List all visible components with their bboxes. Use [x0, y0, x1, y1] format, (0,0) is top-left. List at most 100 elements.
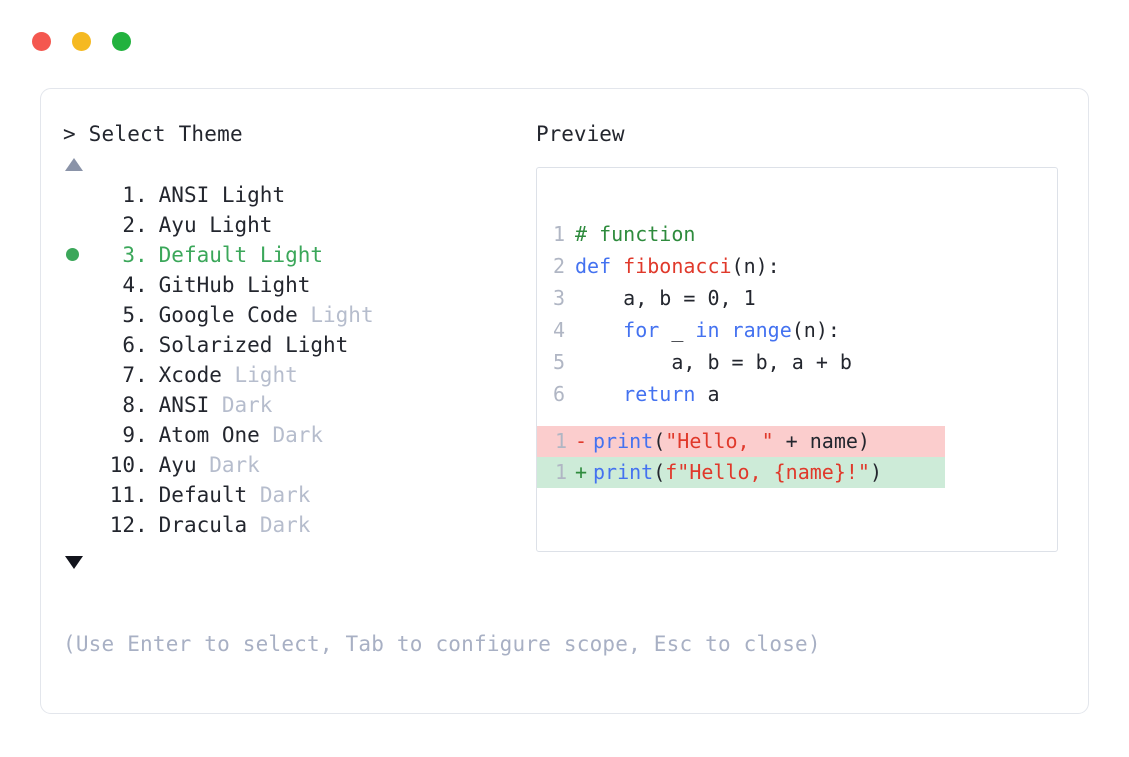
theme-item-index: 7 — [122, 363, 135, 387]
code-token: # function — [575, 222, 696, 246]
theme-item-name: GitHub — [158, 273, 235, 297]
scroll-up-icon[interactable] — [65, 158, 83, 171]
diff-sign: - — [575, 429, 588, 453]
code-token: a, b = b, a + b — [575, 350, 852, 374]
theme-list-item[interactable]: 1.ANSI Light — [63, 180, 533, 210]
theme-list-item[interactable]: 5.Google Code Light — [63, 300, 533, 330]
theme-list-item[interactable]: 4.GitHub Light — [63, 270, 533, 300]
select-theme-prompt: > Select Theme — [63, 119, 533, 149]
theme-item-variant: Light — [196, 213, 273, 237]
theme-item-name: Default — [158, 483, 248, 507]
code-token: f"Hello, {name}!" — [665, 460, 870, 484]
theme-list-item[interactable]: 10. Ayu Dark — [63, 450, 533, 480]
theme-item-name: Ayu — [158, 453, 197, 477]
theme-list-item[interactable]: 11. Default Dark — [63, 480, 533, 510]
theme-item-separator: . — [135, 213, 148, 237]
theme-item-index: 6 — [122, 333, 135, 357]
theme-item-name: Solarized — [158, 333, 273, 357]
prompt-caret-icon: > — [63, 122, 76, 146]
code-line: 3 a, b = 0, 1 — [537, 282, 1057, 314]
code-line: 5 a, b = b, a + b — [537, 346, 1057, 378]
theme-item-variant: Light — [234, 273, 311, 297]
code-token: for — [623, 318, 660, 342]
code-token — [575, 318, 623, 342]
theme-item-index: 9 — [122, 423, 135, 447]
theme-item-variant: Light — [297, 303, 374, 327]
code-line-text: a, b = b, a + b — [575, 346, 1057, 378]
code-token: (n): — [731, 254, 780, 278]
code-token: + name) — [773, 429, 870, 453]
theme-item-variant: Dark — [196, 453, 260, 477]
theme-item-index: 3 — [122, 243, 135, 267]
theme-item-variant: Light — [221, 363, 298, 387]
theme-item-separator: . — [135, 333, 148, 357]
keyboard-hint: (Use Enter to select, Tab to configure s… — [63, 632, 821, 656]
code-token: (n): — [791, 318, 840, 342]
diff-sign: + — [575, 460, 588, 484]
code-token: _ — [659, 318, 696, 342]
code-token: in range — [695, 318, 792, 342]
theme-item-index: 8 — [122, 393, 135, 417]
theme-item-separator: . — [135, 183, 148, 207]
code-line-text: for _ in range(n): — [575, 314, 1057, 346]
theme-item-separator: . — [135, 483, 148, 507]
theme-list-item[interactable]: 6. Solarized Light — [63, 330, 533, 360]
diff-line-text: print("Hello, " + name) — [593, 426, 945, 457]
preview-title: Preview — [536, 122, 625, 146]
diff-line-removed: 1-print("Hello, " + name) — [537, 426, 945, 457]
theme-item-index: 5 — [122, 303, 135, 327]
theme-item-name: Default — [158, 243, 248, 267]
code-line: 2 def fibonacci(n): — [537, 250, 1057, 282]
code-line-text: def fibonacci(n): — [575, 250, 1057, 282]
theme-list-item[interactable]: 2.Ayu Light — [63, 210, 533, 240]
code-token: ( — [653, 460, 666, 484]
theme-item-variant: Dark — [209, 393, 273, 417]
theme-item-index: 11 — [109, 483, 135, 507]
theme-item-index: 10 — [109, 453, 135, 477]
diff-line-number: 1 — [554, 429, 567, 453]
line-number: 2 — [552, 254, 565, 278]
theme-item-variant: Light — [272, 333, 349, 357]
theme-item-variant: Dark — [247, 483, 311, 507]
maximize-window-icon[interactable] — [112, 32, 131, 51]
theme-list-item[interactable]: 9.Atom One Dark — [63, 420, 533, 450]
diff-line-added: 1+print(f"Hello, {name}!") — [537, 457, 945, 488]
theme-item-separator: . — [135, 273, 148, 297]
theme-item-index: 12 — [109, 513, 135, 537]
theme-item-variant: Dark — [247, 513, 311, 537]
preview-panel: 1 # function 2 def fibonacci(n):3 a, b = 0,… — [536, 167, 1058, 552]
page-title: Select Theme — [75, 122, 243, 146]
selected-dot-icon — [66, 248, 79, 261]
code-line-text: return a — [575, 378, 1057, 410]
line-number: 6 — [552, 382, 565, 406]
diff-sample: 1-print("Hello, " + name)1+print(f"Hello… — [537, 426, 1057, 488]
theme-item-index: 1 — [122, 183, 135, 207]
theme-item-separator: . — [135, 453, 148, 477]
theme-item-separator: . — [135, 393, 148, 417]
code-line: 6 return a — [537, 378, 1057, 410]
diff-line-number: 1 — [554, 460, 567, 484]
line-number: 3 — [552, 286, 565, 310]
line-number: 5 — [552, 350, 565, 374]
theme-list-item[interactable]: 8.ANSI Dark — [63, 390, 533, 420]
code-line-text: # function — [575, 218, 1057, 250]
theme-item-index: 2 — [122, 213, 135, 237]
theme-item-name: ANSI — [158, 183, 210, 207]
theme-item-separator: . — [135, 303, 148, 327]
theme-item-variant: Dark — [259, 423, 324, 447]
minimize-window-icon[interactable] — [72, 32, 91, 51]
code-token: def — [575, 254, 624, 278]
scroll-down-icon[interactable] — [65, 556, 83, 569]
theme-item-separator: . — [135, 423, 148, 447]
code-token: ) — [869, 460, 883, 484]
theme-item-name: Xcode — [158, 363, 222, 387]
theme-list-item[interactable]: 7.Xcode Light — [63, 360, 533, 390]
theme-item-variant: Light — [247, 243, 324, 267]
theme-list-item[interactable]: 3.Default Light — [63, 240, 533, 270]
theme-list-item[interactable]: 12.Dracula Dark — [63, 510, 533, 540]
close-window-icon[interactable] — [32, 32, 51, 51]
